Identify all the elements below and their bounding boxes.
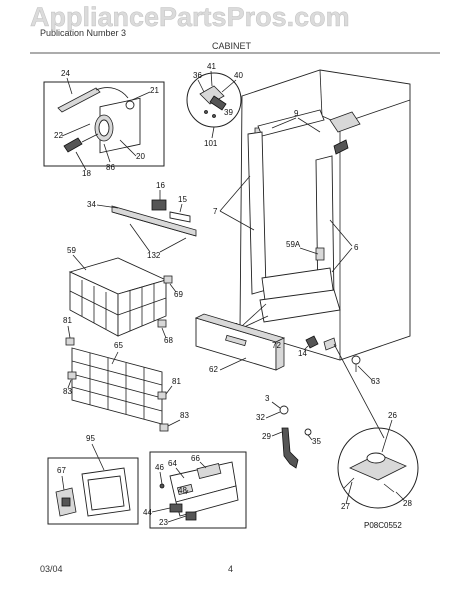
- footer-date: 03/04: [40, 564, 63, 574]
- callout-c69: 69: [174, 290, 183, 299]
- hinge-detail-inset: [186, 72, 242, 128]
- callout-c16: 16: [156, 181, 165, 190]
- section-title: CABINET: [212, 41, 252, 51]
- callout-c59a: 59A: [286, 240, 301, 249]
- callout-c59: 59: [67, 246, 76, 255]
- rail-callouts: 16 34 15 132: [87, 181, 187, 260]
- callout-c65: 65: [114, 341, 123, 350]
- callout-c28: 28: [403, 499, 412, 508]
- callout-c23: 23: [159, 518, 168, 527]
- cabinet-body: [239, 69, 411, 361]
- callout-c20: 20: [136, 152, 145, 161]
- callout-c64: 64: [168, 459, 177, 468]
- callout-c40: 40: [234, 71, 243, 80]
- callout-c66: 66: [191, 454, 200, 463]
- drain-tube: [279, 405, 312, 469]
- callout-c101: 101: [204, 139, 218, 148]
- drain-pan-inset: [337, 427, 419, 509]
- callout-c22: 22: [54, 131, 63, 140]
- light-inset-callouts: 24 21 22 20 18 86: [54, 69, 159, 178]
- callout-c81b: 81: [172, 377, 181, 386]
- light-assembly-inset: [43, 81, 165, 167]
- callout-c3: 3: [265, 394, 270, 403]
- callout-c36: 36: [193, 71, 202, 80]
- callout-c48: 48: [178, 486, 187, 495]
- divider-grille: [65, 337, 169, 432]
- callout-c86: 86: [106, 163, 115, 172]
- callout-c34: 34: [87, 200, 96, 209]
- callout-c18: 18: [82, 169, 91, 178]
- callout-c9a: 9: [294, 109, 299, 118]
- panel-callouts: 46 64 66 48 44 23: [143, 454, 207, 527]
- hinge-inset-callouts: 41 36 40 39 101: [193, 62, 243, 148]
- footer-page-number: 4: [228, 564, 233, 574]
- callout-c6: 6: [354, 243, 359, 252]
- site-watermark: AppliancePartsPros.com: [30, 2, 350, 32]
- leveling-parts: [305, 335, 385, 439]
- shelf-rail: [111, 199, 197, 237]
- header-model-text: Publication Number 3: [40, 28, 126, 38]
- callout-c46: 46: [155, 463, 164, 472]
- callout-c35: 35: [312, 437, 321, 446]
- control-panel-inset: [149, 451, 247, 529]
- callout-c68: 68: [164, 336, 173, 345]
- callout-c44: 44: [143, 508, 152, 517]
- callout-c32: 32: [256, 413, 265, 422]
- callout-c15: 15: [178, 195, 187, 204]
- callout-c62: 62: [209, 365, 218, 374]
- callout-c81a: 81: [63, 316, 72, 325]
- grille-callouts: 81 65 83 81 83: [63, 316, 189, 427]
- callout-c63: 63: [371, 377, 380, 386]
- callout-c83b: 83: [180, 411, 189, 420]
- drain-callouts: 3 32 29 35: [256, 394, 321, 446]
- control-box-inset: [47, 457, 139, 525]
- callout-c7: 7: [213, 207, 218, 216]
- callout-c24: 24: [61, 69, 70, 78]
- callout-c132: 132: [147, 251, 161, 260]
- kick-plate: [194, 313, 286, 371]
- callout-c26: 26: [388, 411, 397, 420]
- callout-c27: 27: [341, 502, 350, 511]
- callout-c14: 14: [298, 349, 307, 358]
- callout-c67: 67: [57, 466, 66, 475]
- callout-c21: 21: [150, 86, 159, 95]
- leveling-callouts: 14 63: [298, 345, 380, 386]
- kickplate-callouts: 72 62: [209, 341, 281, 374]
- callout-c41: 41: [207, 62, 216, 71]
- callout-c72: 72: [272, 341, 281, 350]
- wire-basket: [68, 257, 173, 337]
- basket-callouts: 59 69 68: [67, 246, 183, 345]
- callout-c39: 39: [224, 108, 233, 117]
- pan-callouts: 26 27 28: [341, 411, 412, 511]
- callout-c95: 95: [86, 434, 95, 443]
- callout-c83a: 83: [63, 387, 72, 396]
- callout-c29: 29: [262, 432, 271, 441]
- diagram-code: P08C0552: [364, 521, 402, 530]
- control-inset-callouts: 95 67: [57, 434, 105, 491]
